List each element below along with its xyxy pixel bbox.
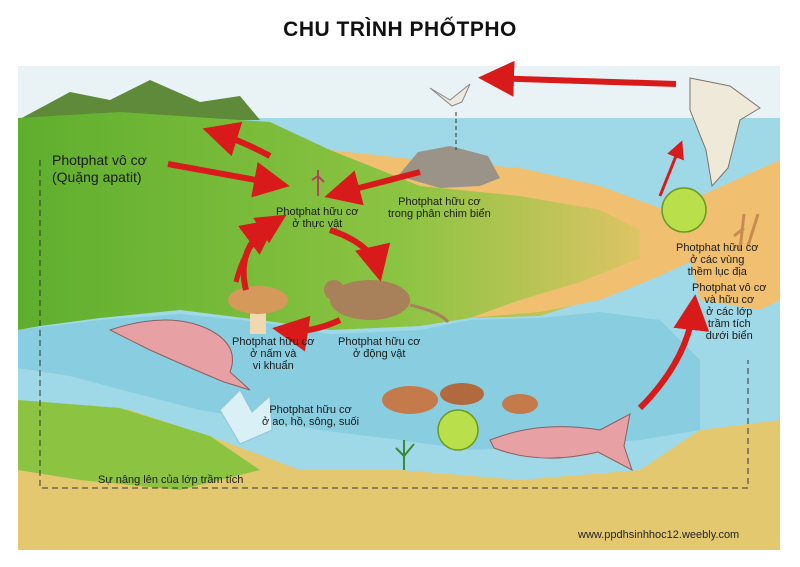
- seabird-large: [689, 77, 761, 188]
- fish-swimming: [489, 413, 633, 472]
- plankton-bubble: [437, 409, 479, 451]
- plankton-bubble: [661, 187, 707, 233]
- uplift-dashed-path: [39, 160, 749, 489]
- guano-rock: [398, 146, 500, 188]
- river-rock: [502, 394, 538, 414]
- beach: [330, 150, 700, 318]
- seaweed: [733, 213, 760, 251]
- mountains: [18, 80, 260, 120]
- splash: [219, 389, 273, 445]
- arrow-fish-to-plants: [233, 214, 287, 283]
- label-inorganic-phosphate: Photphat vô cơ(Quặng apatit): [52, 152, 147, 185]
- arrow-animals-to-fungi: [272, 315, 342, 352]
- arrow-bird-to-bird: [478, 60, 677, 97]
- arrow-inorganic-to-plants: [167, 161, 290, 198]
- plant-sprout: [311, 170, 325, 196]
- arrow-land-to-left: [202, 121, 272, 159]
- arrow-plants-to-animals: [329, 227, 391, 282]
- bottom-land-green: [18, 400, 260, 490]
- arrow-river-to-sediment: [637, 294, 710, 411]
- diagram-title: CHU TRÌNH PHỐTPHO: [283, 18, 517, 41]
- river-rock: [382, 386, 438, 414]
- arrow-birds-to-plants: [324, 169, 421, 206]
- river-rock: [440, 383, 484, 405]
- mushroom: [228, 286, 288, 334]
- watermark-url: www.ppdhsinhhoc12.weebly.com: [578, 529, 740, 541]
- mouse: [324, 280, 450, 324]
- arrow-shelf-to-bird: [658, 140, 684, 197]
- seabird-flying: [429, 83, 471, 107]
- fish-jumping: [108, 319, 251, 391]
- water-plant: [395, 440, 415, 470]
- label-sediment-uplift: Sự nâng lên của lớp trầm tích: [98, 474, 244, 486]
